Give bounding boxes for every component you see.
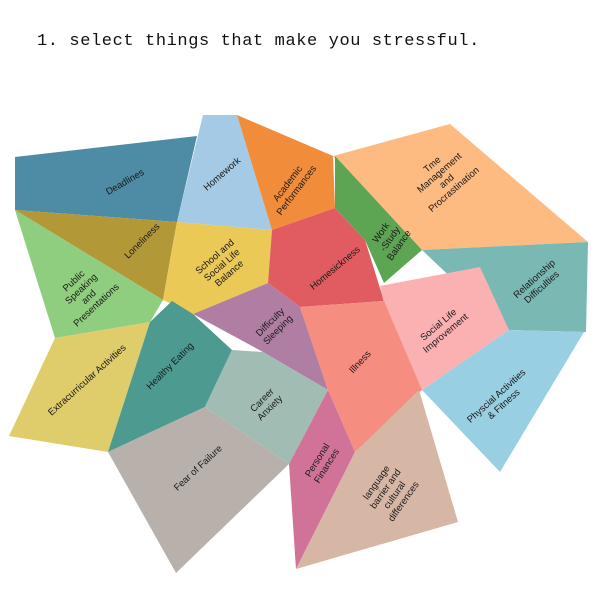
question-title: 1. select things that make you stressful… <box>37 32 480 51</box>
tile-shape-healthy-eating[interactable] <box>108 301 232 452</box>
tile-shape-time-management[interactable] <box>333 124 588 250</box>
tile-shape-loneliness[interactable] <box>15 210 177 300</box>
tile-shape-academic-performances[interactable] <box>237 115 335 230</box>
tile-shape-physical-activities[interactable] <box>422 330 584 472</box>
tile-shape-illness[interactable] <box>300 301 422 452</box>
tile-shape-relationship-difficulties[interactable] <box>422 242 588 332</box>
tile-shape-fear-of-failure[interactable] <box>108 407 289 573</box>
tile-shape-school-life-balance[interactable] <box>163 222 272 314</box>
tile-shape-public-speaking[interactable] <box>15 210 163 338</box>
tile-shape-deadlines[interactable] <box>15 136 197 222</box>
tile-shape-social-life-improvement[interactable] <box>380 267 509 390</box>
tile-deadlines[interactable]: Deadlines <box>15 136 197 222</box>
tile-shape-work-study-balance[interactable] <box>335 156 422 283</box>
tile-shape-difficulty-sleeping[interactable] <box>193 283 328 390</box>
tile-shape-extracurricular-activities[interactable] <box>9 322 150 452</box>
tile-shape-career-anxiety[interactable] <box>205 350 328 464</box>
tile-shape-personal-finances[interactable] <box>289 390 355 569</box>
tile-shape-homework[interactable] <box>177 115 272 230</box>
tile-shape-language-barrier[interactable] <box>296 390 458 569</box>
tile-shape-homesickness[interactable] <box>268 208 384 307</box>
